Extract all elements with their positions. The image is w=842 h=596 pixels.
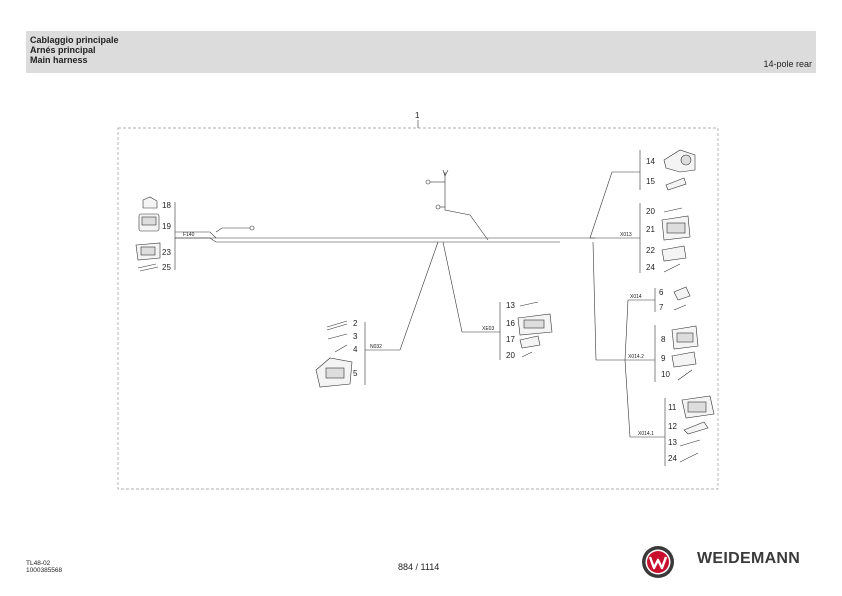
item-number: 11: [668, 403, 677, 412]
weidemann-logo-icon: [642, 546, 674, 578]
item-number: 24: [668, 454, 677, 463]
wire-labels: F140 N032 XE03 X013 X014 X014.2 X014.1: [183, 232, 654, 437]
item-number: 24: [646, 263, 655, 272]
document-code: TL48-02 1000385568: [26, 560, 62, 574]
doc-code-line: TL48-02: [26, 560, 51, 567]
pin-icon: [327, 333, 348, 340]
cap-icon: [673, 286, 691, 301]
terminal-icon: [137, 263, 159, 272]
item-number: 18: [162, 201, 171, 210]
label-x014: X014: [630, 294, 642, 300]
fuse-holder-icon: [142, 196, 158, 209]
pin-icon: [673, 304, 687, 311]
pin-icon: [677, 369, 693, 381]
label-xe03: XE03: [482, 326, 494, 332]
item-number: 16: [506, 319, 515, 328]
wire-lines: [174, 150, 666, 466]
assembly-label: 1: [415, 111, 420, 120]
item-numbers: 18 19 23 25 2 3 4 5 13 16 17 20 14 15 20…: [162, 157, 677, 463]
item-number: 10: [661, 370, 670, 379]
title-french: Arnés principal: [30, 45, 96, 55]
title-italian: Cablaggio principale: [30, 35, 119, 45]
page-number: 884 / 1114: [398, 562, 440, 572]
grommet-icon: [665, 177, 687, 191]
assembly-frame: [117, 127, 719, 490]
doc-number-line: 1000385568: [26, 567, 63, 574]
label-x014-1: X014.1: [638, 431, 654, 437]
terminal-icon: [679, 452, 699, 463]
item-number: 9: [661, 354, 666, 363]
item-number: 14: [646, 157, 655, 166]
title-english: Main harness: [30, 55, 88, 65]
subtitle: 14-pole rear: [763, 59, 812, 69]
label-x013: X013: [620, 232, 632, 238]
item-number: 19: [162, 222, 171, 231]
item-number: 8: [661, 335, 666, 344]
item-number: 21: [646, 225, 655, 234]
item-number: 2: [353, 319, 358, 328]
item-number: 20: [506, 351, 515, 360]
item-number: 20: [646, 207, 655, 216]
pin-icon: [326, 320, 348, 328]
splice-terminals: [249, 179, 441, 231]
seal-icon: [661, 245, 687, 262]
pin-icon: [679, 439, 701, 447]
item-number: 3: [353, 332, 358, 341]
item-number: 17: [506, 335, 515, 344]
label-f140: F140: [183, 232, 195, 238]
item-number: 5: [353, 369, 358, 378]
brand-name: WEIDEMANN: [697, 550, 801, 567]
header-bar: Cablaggio principale Arnés principal Mai…: [26, 31, 816, 73]
component-sketches: [135, 149, 715, 463]
terminal-icon: [663, 263, 681, 273]
label-n032: N032: [370, 344, 382, 350]
item-number: 13: [668, 438, 677, 447]
seal-icon: [671, 351, 697, 368]
seal-icon: [519, 335, 541, 349]
label-x014-2: X014.2: [628, 354, 644, 360]
item-number: 25: [162, 263, 171, 272]
item-number: 23: [162, 248, 171, 257]
pin-icon: [663, 207, 683, 213]
seal-icon: [683, 421, 709, 435]
item-number: 7: [659, 303, 664, 312]
item-number: 15: [646, 177, 655, 186]
item-number: 12: [668, 422, 677, 431]
item-number: 13: [506, 301, 515, 310]
item-number: 22: [646, 246, 655, 255]
item-number: 4: [353, 345, 358, 354]
pin-icon: [519, 301, 539, 307]
pin-icon: [521, 351, 533, 358]
item-number: 6: [659, 288, 664, 297]
pin-icon: [334, 344, 348, 353]
